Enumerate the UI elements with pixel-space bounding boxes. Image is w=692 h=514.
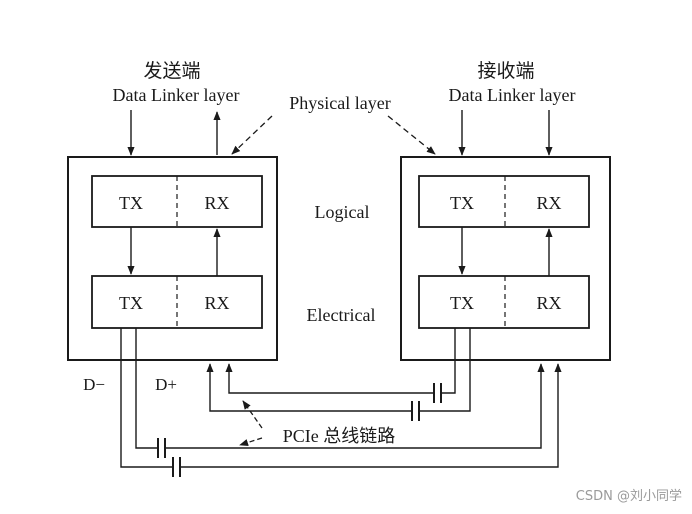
sender-device: TX RX TX RX <box>67 110 278 361</box>
receiver-electrical-rx: RX <box>536 293 561 313</box>
physical-layer-label: Physical layer <box>289 93 390 113</box>
pcie-bus-pointer-1 <box>242 400 263 429</box>
sender-outer-box <box>67 156 278 361</box>
sender-logical-tx: TX <box>119 193 143 213</box>
sender-logical-rx: RX <box>204 193 229 213</box>
rx-lane-wire-2 <box>419 328 471 412</box>
pcie-bus-label: PCIe 总线链路 <box>283 426 396 446</box>
electrical-label: Electrical <box>307 305 376 325</box>
tx-lane-sender-to-receiver <box>120 328 562 477</box>
rx-lane-receiver-to-sender <box>206 328 471 421</box>
receiver-outer-box <box>400 156 611 361</box>
watermark: CSDN @刘小同学 <box>576 488 682 504</box>
receiver-logical-box <box>418 175 590 228</box>
logical-label: Logical <box>315 202 370 222</box>
sender-electrical-box <box>91 275 263 329</box>
physical-layer-pointer-left <box>231 115 273 155</box>
sender-logical-box <box>91 175 263 228</box>
receiver-logical-rx: RX <box>536 193 561 213</box>
receiver-electrical-box <box>418 275 590 329</box>
d-plus-wire-out <box>165 363 545 449</box>
d-minus-label: D− <box>83 375 105 394</box>
receiver-logical-tx: TX <box>450 193 474 213</box>
receiver-layer-label: Data Linker layer <box>449 85 576 105</box>
pcie-bus-pointer-2 <box>239 437 263 446</box>
rx-lane-wire-2-out <box>206 363 412 412</box>
d-minus-wire-out <box>180 363 562 468</box>
d-minus-wire <box>120 328 173 468</box>
sender-layer-label: Data Linker layer <box>113 85 240 105</box>
rx-lane-wire-1 <box>441 328 456 394</box>
receiver-electrical-tx: TX <box>450 293 474 313</box>
receiver-device: TX RX TX RX <box>400 110 611 361</box>
physical-layer-pointer-right <box>387 115 436 155</box>
sender-electrical-rx: RX <box>204 293 229 313</box>
sender-electrical-tx: TX <box>119 293 143 313</box>
rx-lane-wire-1-out <box>225 363 434 394</box>
receiver-title: 接收端 <box>477 60 534 82</box>
sender-title: 发送端 <box>143 60 200 82</box>
d-plus-wire <box>135 328 158 449</box>
d-plus-label: D+ <box>155 375 177 394</box>
